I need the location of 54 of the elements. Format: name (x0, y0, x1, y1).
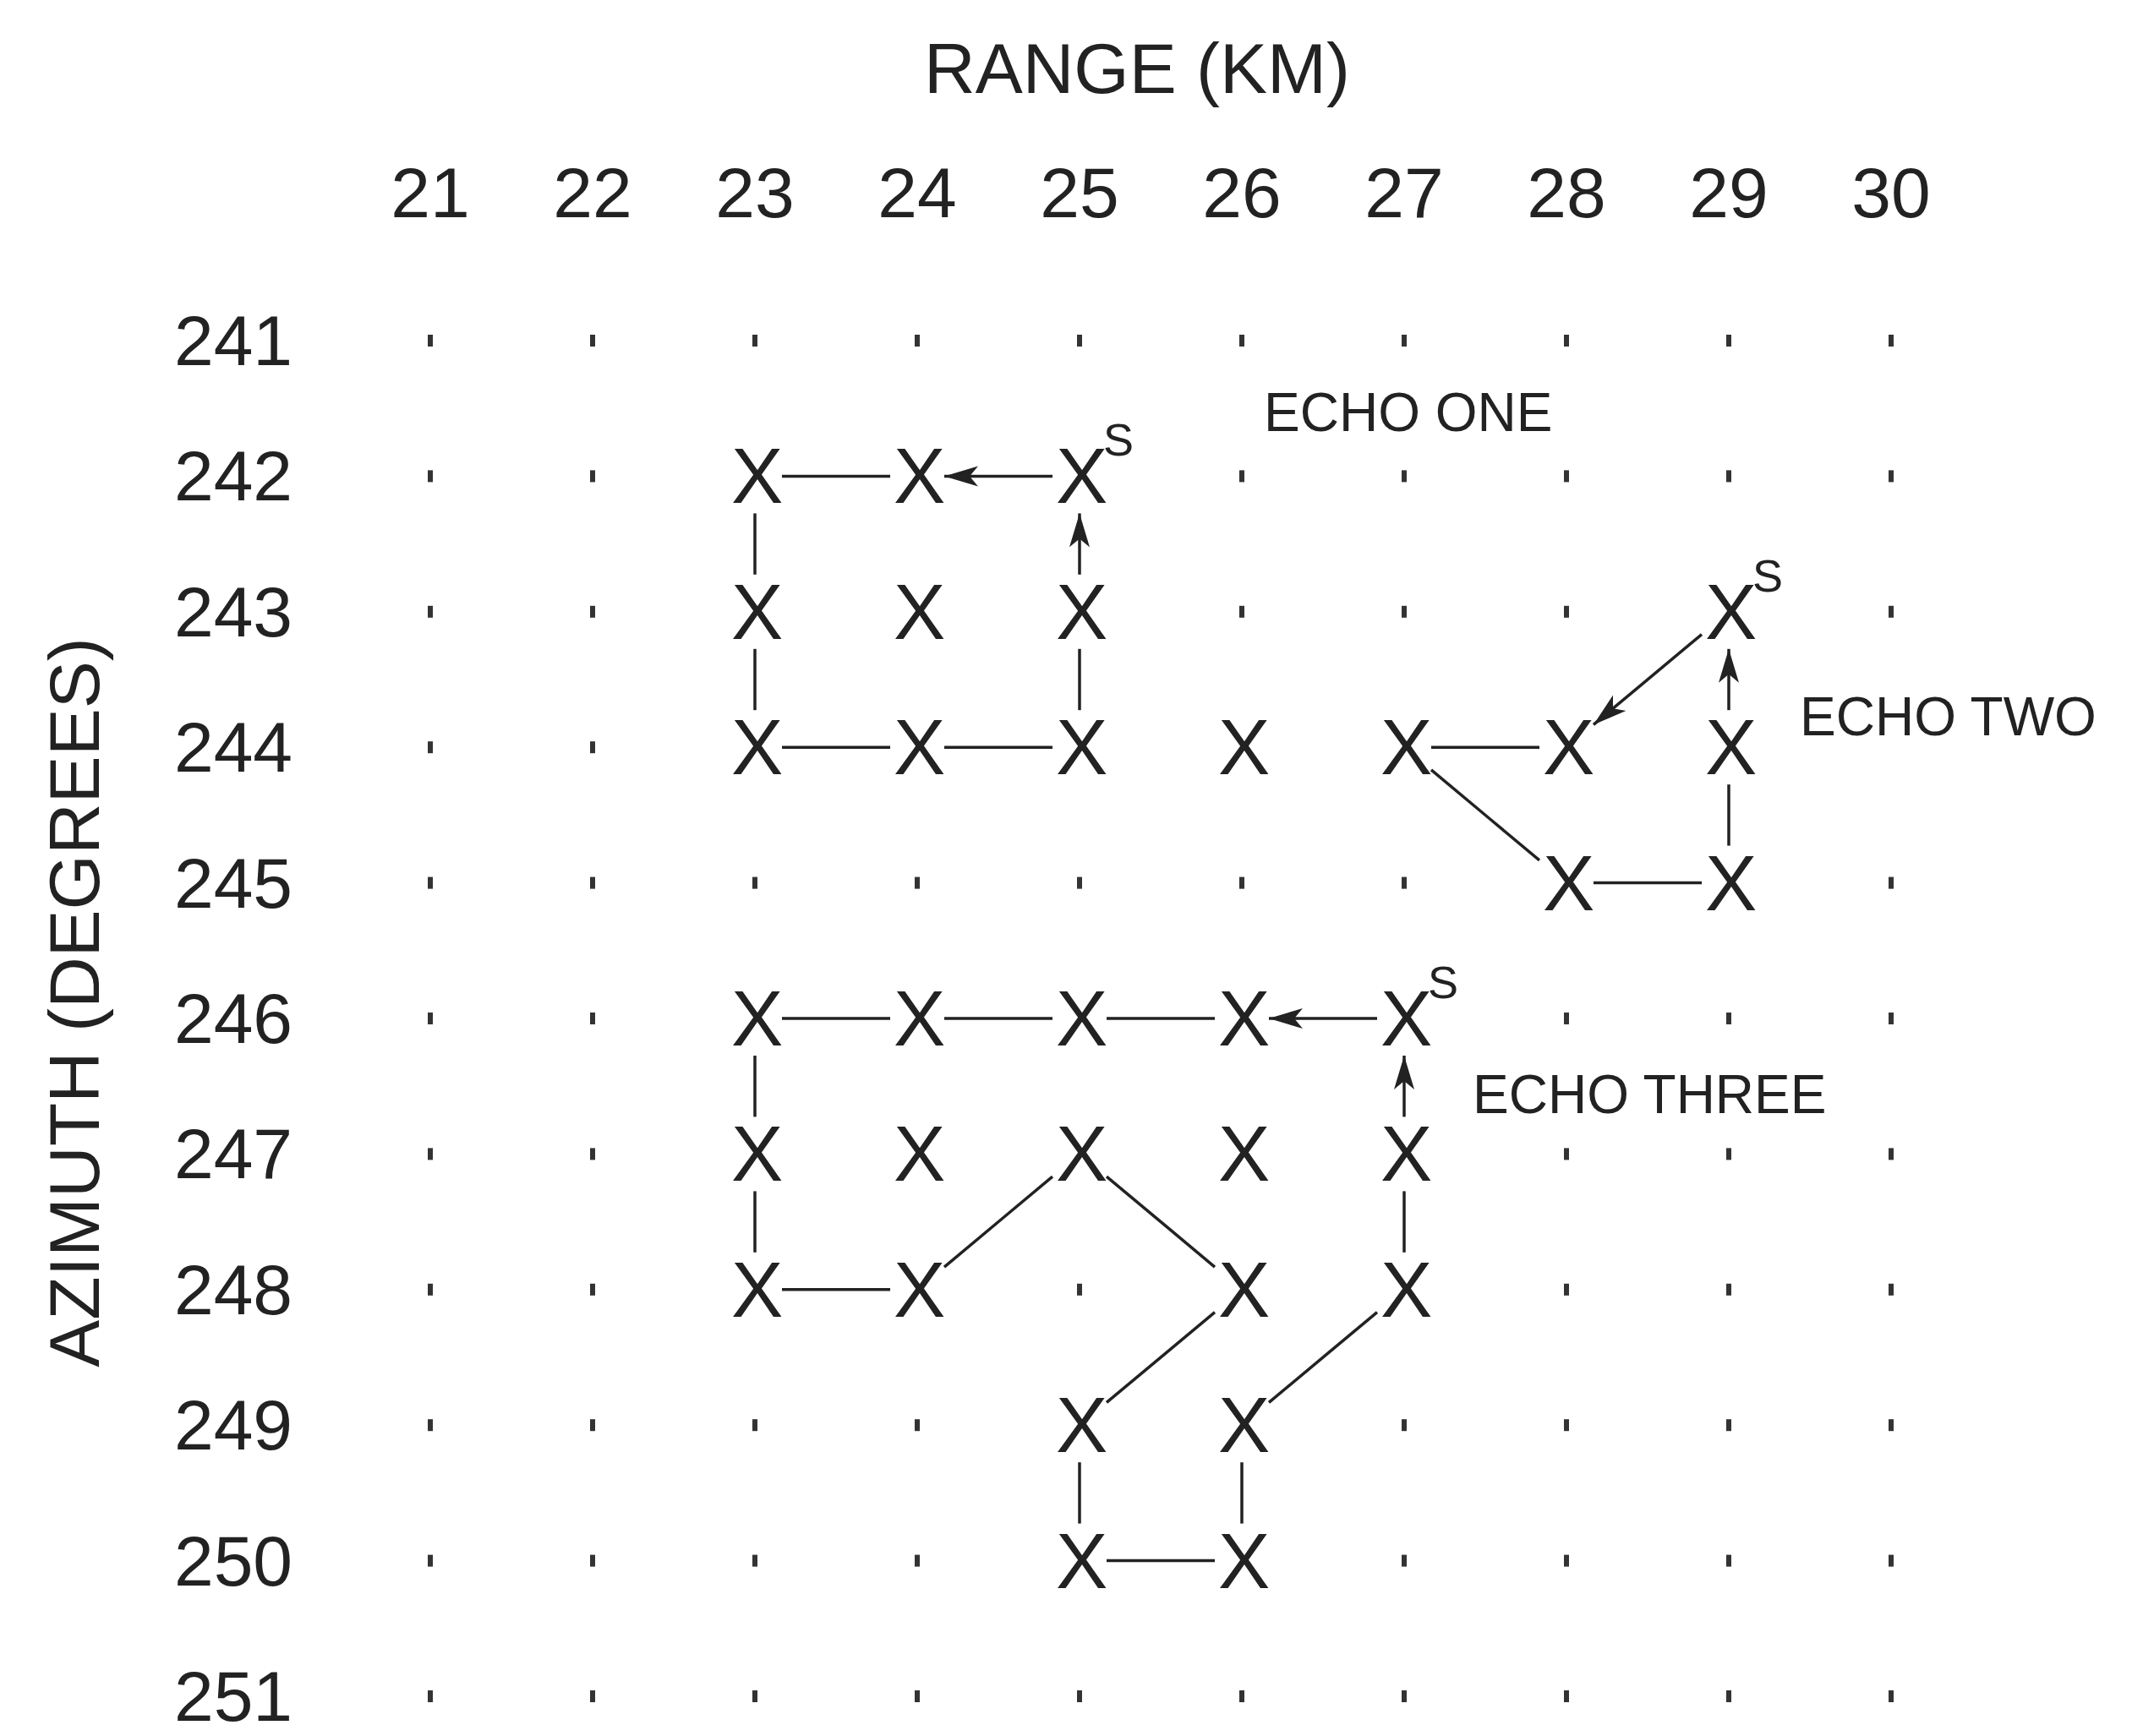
axis-tick-label: 24 (877, 157, 957, 228)
connector-line (1078, 648, 1081, 711)
connector-line (753, 1056, 757, 1117)
axis-tick-label: 245 (173, 847, 293, 919)
axis-tick-label: 23 (715, 157, 795, 228)
axis-tick-label: 30 (1851, 157, 1931, 228)
connector-line (1431, 745, 1539, 749)
axis-tick-label: 241 (173, 305, 293, 376)
connector-line (782, 1017, 890, 1020)
arrow (944, 466, 1052, 487)
arrow (1269, 1008, 1377, 1029)
axis-tick-label: 244 (173, 712, 293, 783)
axis-tick-label: 242 (173, 440, 293, 512)
connector-line (782, 1288, 890, 1291)
connector-line (1107, 1017, 1215, 1020)
axis-tick-label: 247 (173, 1118, 293, 1190)
connector-line (782, 474, 890, 478)
connector-line (1402, 1191, 1406, 1253)
axis-tick-label: 248 (173, 1253, 293, 1325)
connector-line (1727, 784, 1730, 846)
echo-label: ECHO TWO (1800, 690, 2097, 744)
arrow (1592, 633, 1703, 726)
connector-line (1267, 1311, 1379, 1404)
echo-label: ECHO ONE (1264, 385, 1553, 439)
axis-tick-label: 26 (1202, 157, 1282, 228)
connector-line (1105, 1311, 1216, 1404)
connector-line (1240, 1462, 1244, 1524)
connector-line (944, 1017, 1052, 1020)
connector-line (1107, 1559, 1215, 1563)
axis-tick-label: 29 (1689, 157, 1769, 228)
echo-label: ECHO THREE (1473, 1067, 1827, 1122)
connector-line (1430, 768, 1541, 862)
connector-line (753, 648, 757, 711)
arrow (1719, 648, 1739, 711)
axis-tick-label: 251 (173, 1661, 293, 1732)
connector-line (944, 745, 1052, 749)
axis-tick-label: 246 (173, 983, 293, 1054)
arrow (1069, 513, 1090, 575)
connector-line (1105, 1175, 1216, 1269)
axis-tick-label: 250 (173, 1525, 293, 1597)
connector-line (753, 1191, 757, 1253)
axis-tick-label: 28 (1527, 157, 1606, 228)
axis-tick-label: 21 (391, 157, 470, 228)
axis-tick-label: 22 (553, 157, 632, 228)
axis-tick-label: 25 (1040, 157, 1119, 228)
axis-tick-label: 249 (173, 1389, 293, 1461)
axis-tick-label: 27 (1364, 157, 1444, 228)
connector-line (1078, 1462, 1081, 1524)
arrow (1394, 1056, 1414, 1117)
connector-line (782, 745, 890, 749)
connector-line (1594, 881, 1702, 885)
connector-line (943, 1175, 1054, 1269)
connector-line (753, 513, 757, 575)
axis-tick-label: 243 (173, 576, 293, 647)
